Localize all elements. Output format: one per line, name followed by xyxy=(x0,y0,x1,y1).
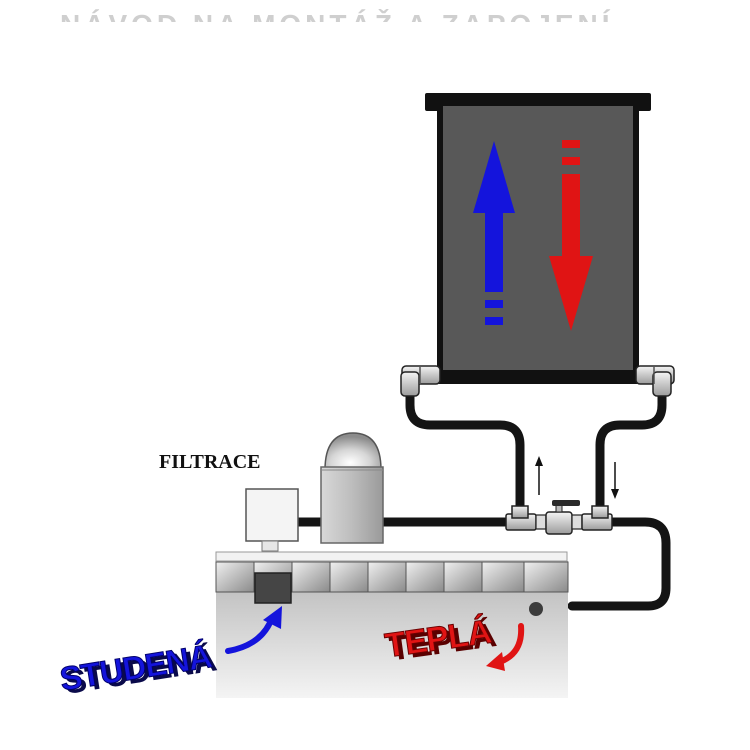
pool-tile-row xyxy=(215,561,569,593)
up-arrow-icon xyxy=(473,141,515,325)
hot-curve-arrow-icon xyxy=(486,623,525,671)
filter-dome xyxy=(324,432,382,471)
tee-left xyxy=(505,505,537,531)
sand-filter xyxy=(320,432,384,544)
pipe-return-loop xyxy=(405,385,525,520)
tee-right xyxy=(581,505,613,531)
pipe-tee-to-pool xyxy=(567,517,671,611)
up-arrow-shaft xyxy=(485,210,503,292)
up-arrow-dash-2 xyxy=(485,317,503,325)
pump xyxy=(245,488,299,552)
pool-deck xyxy=(215,551,568,562)
up-arrow-head xyxy=(473,141,515,213)
header-title: NÁVOD NA MONTÁŽ A ZAPOJENÍ xyxy=(0,0,750,22)
down-arrow-head xyxy=(549,256,593,331)
skimmer xyxy=(254,572,292,604)
solar-panel xyxy=(425,93,651,384)
down-arrow-dash-2 xyxy=(562,157,580,165)
studena-label-group: STUDENÁ STUDENÁ xyxy=(57,637,219,701)
down-arrow-icon xyxy=(549,140,593,331)
cold-curve-arrow-icon xyxy=(225,606,282,654)
up-arrow-dash-1 xyxy=(485,300,503,308)
return-nozzle xyxy=(529,602,543,616)
elbow-left xyxy=(400,365,441,397)
arrow-down-small-icon xyxy=(611,462,619,499)
pool xyxy=(215,551,569,698)
panel-body xyxy=(437,100,639,382)
panel-top-cap-right xyxy=(641,93,651,111)
pipe-network xyxy=(293,385,671,611)
down-arrow-shaft xyxy=(562,174,580,260)
filter-body xyxy=(320,466,384,544)
panel-bottom-header xyxy=(434,370,642,384)
pipe-feed-loop xyxy=(595,385,667,520)
down-arrow-dash-1 xyxy=(562,140,580,148)
header-title-text: NÁVOD NA MONTÁŽ A ZAPOJENÍ xyxy=(60,9,614,22)
filtrace-label: FILTRACE xyxy=(159,451,261,473)
elbow-right xyxy=(635,365,675,397)
panel-top-cap-left xyxy=(425,93,435,111)
arrow-up-small-icon xyxy=(535,456,543,495)
valve xyxy=(535,500,583,535)
